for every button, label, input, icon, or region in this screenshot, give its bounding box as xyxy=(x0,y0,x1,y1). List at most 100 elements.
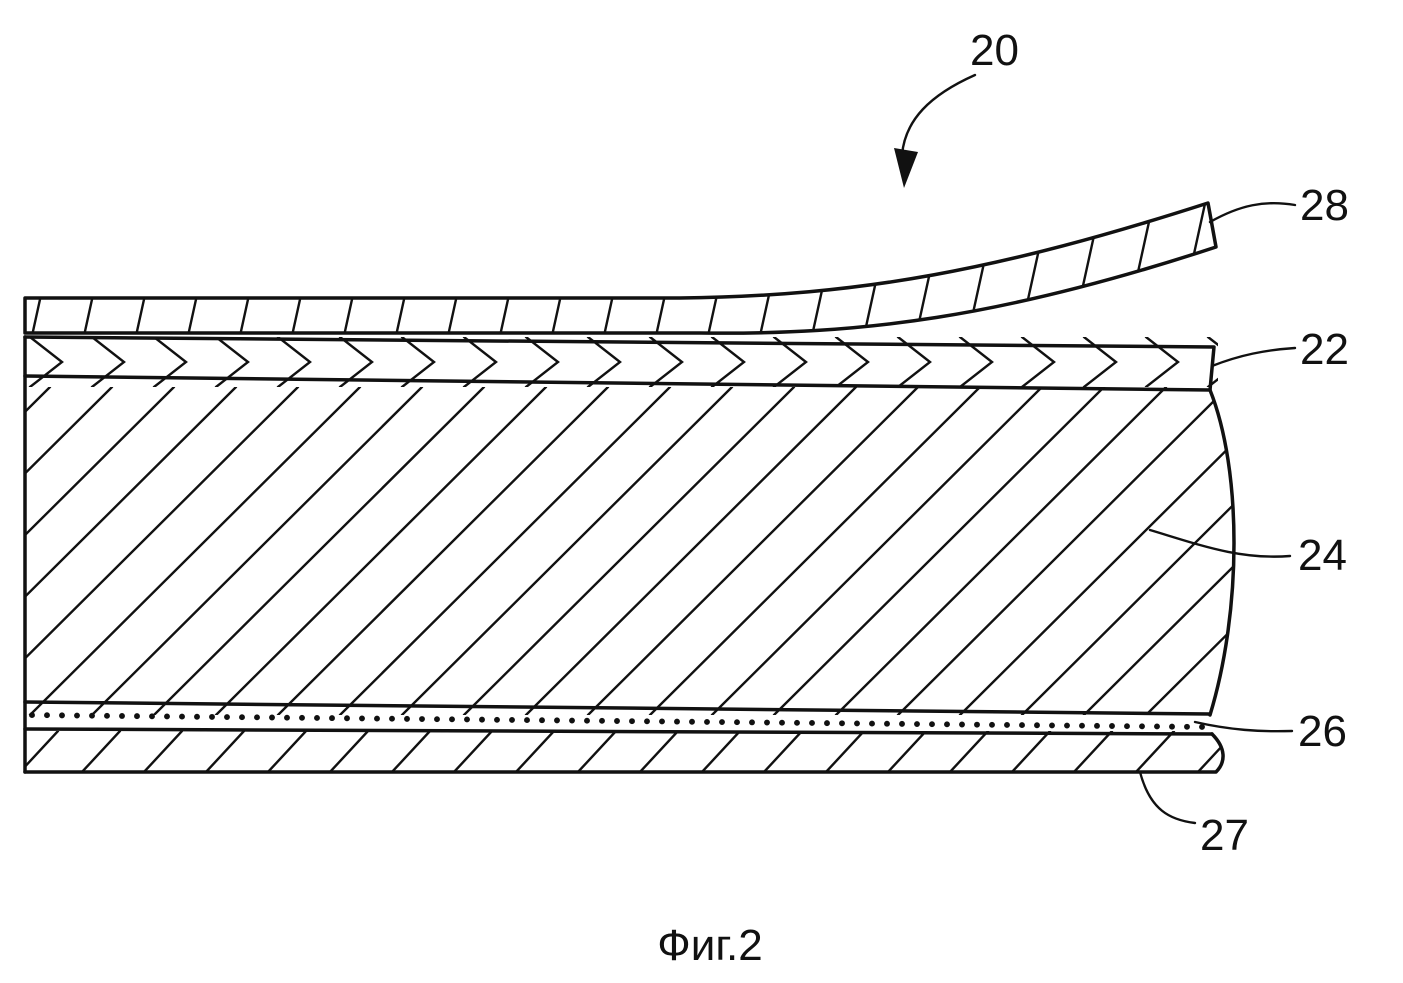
adhesive-dot xyxy=(824,720,830,727)
layer-28-hatching xyxy=(28,203,1210,334)
chevron-mark xyxy=(710,337,746,387)
hatch-line xyxy=(772,387,1106,715)
hatch-line xyxy=(600,203,638,334)
hatch-line xyxy=(340,203,378,334)
adhesive-dot xyxy=(419,716,425,722)
adhesive-dot xyxy=(269,714,275,721)
adhesive-dot xyxy=(644,718,650,725)
hatch-line xyxy=(204,731,246,772)
hatch-line xyxy=(652,203,690,334)
hatch-line xyxy=(1020,387,1234,715)
adhesive-dot xyxy=(359,715,365,722)
adhesive-dot xyxy=(254,714,260,721)
adhesive-dot xyxy=(944,721,950,728)
hatch-line xyxy=(756,203,794,334)
hatch-line xyxy=(1072,731,1114,772)
adhesive-dot xyxy=(104,712,110,719)
assembly-arrow xyxy=(894,73,977,188)
adhesive-dot xyxy=(389,715,395,722)
hatch-line xyxy=(1082,387,1234,715)
layer-27 xyxy=(23,731,1225,774)
adhesive-dot xyxy=(509,716,515,723)
hatch-line xyxy=(958,387,1234,715)
adhesive-dot xyxy=(734,719,740,726)
hatch-line xyxy=(390,731,432,772)
hatch-line xyxy=(1016,203,1054,334)
label-22: 22 xyxy=(1300,325,1349,374)
adhesive-dot xyxy=(554,717,560,724)
hatch-line xyxy=(90,387,424,715)
hatch-line xyxy=(184,203,222,334)
hatch-line xyxy=(400,387,734,715)
chevron-mark xyxy=(90,337,126,387)
adhesive-dot xyxy=(989,721,995,728)
adhesive-dot xyxy=(959,721,965,728)
hatch-line xyxy=(25,387,300,715)
adhesive-dot xyxy=(329,715,335,722)
chevron-mark xyxy=(648,337,684,387)
chevron-mark xyxy=(772,337,808,387)
hatch-line xyxy=(452,731,494,772)
adhesive-dot xyxy=(869,720,875,727)
hatch-line xyxy=(25,731,60,772)
adhesive-dot xyxy=(404,715,410,722)
label-26: 26 xyxy=(1298,707,1347,756)
hatch-line xyxy=(948,731,990,772)
adhesive-dot xyxy=(584,717,590,724)
hatch-line xyxy=(896,387,1230,715)
hatch-line xyxy=(28,387,362,715)
leader-26 xyxy=(1193,720,1294,733)
layer-26-texture xyxy=(29,712,1205,730)
hatch-line xyxy=(834,387,1168,715)
adhesive-dot xyxy=(1154,723,1160,730)
hatch-line xyxy=(496,203,534,334)
adhesive-dot xyxy=(974,721,980,728)
adhesive-dot xyxy=(839,720,845,727)
hatch-line xyxy=(132,203,170,334)
adhesive-dot xyxy=(1019,722,1025,729)
layer-22-hatching xyxy=(28,337,1218,387)
adhesive-dot xyxy=(1109,723,1115,729)
adhesive-dot xyxy=(524,717,530,724)
adhesive-dot xyxy=(374,715,380,722)
label-28: 28 xyxy=(1300,181,1349,230)
adhesive-dot xyxy=(239,714,245,721)
hatch-line xyxy=(1196,731,1224,772)
adhesive-dot xyxy=(749,719,755,726)
adhesive-dot xyxy=(224,714,230,720)
hatch-line xyxy=(392,203,430,334)
chevron-mark xyxy=(400,337,436,387)
leader-27 xyxy=(1138,770,1197,825)
adhesive-dot xyxy=(89,712,95,719)
hatch-line xyxy=(236,203,274,334)
adhesive-dot xyxy=(149,713,155,720)
adhesive-dot xyxy=(1049,722,1055,729)
adhesive-dot xyxy=(1169,723,1175,730)
adhesive-dot xyxy=(59,712,65,719)
hatch-line xyxy=(28,203,66,334)
hatch-line xyxy=(886,731,928,772)
adhesive-dot xyxy=(1034,722,1040,729)
adhesive-dot xyxy=(599,717,605,724)
hatch-line xyxy=(1068,203,1106,334)
layer-28-outline xyxy=(23,201,1218,335)
hatch-line xyxy=(704,203,742,334)
hatch-line xyxy=(276,387,610,715)
chevron-mark xyxy=(1144,337,1180,387)
label-20: 20 xyxy=(970,26,1019,75)
adhesive-dot xyxy=(1079,722,1085,729)
hatch-line xyxy=(1134,731,1176,772)
adhesive-dot xyxy=(899,720,905,727)
adhesive-dot xyxy=(74,712,80,719)
adhesive-dot xyxy=(704,718,710,725)
adhesive-dot xyxy=(119,713,125,719)
adhesive-dot xyxy=(314,715,320,721)
adhesive-dot xyxy=(1094,722,1100,729)
layer-27-outline xyxy=(23,732,1225,774)
adhesive-dot xyxy=(884,720,890,727)
hatch-line xyxy=(648,387,982,715)
adhesive-dot xyxy=(719,719,725,726)
hatch-line xyxy=(25,387,238,715)
hatch-line xyxy=(762,731,804,772)
